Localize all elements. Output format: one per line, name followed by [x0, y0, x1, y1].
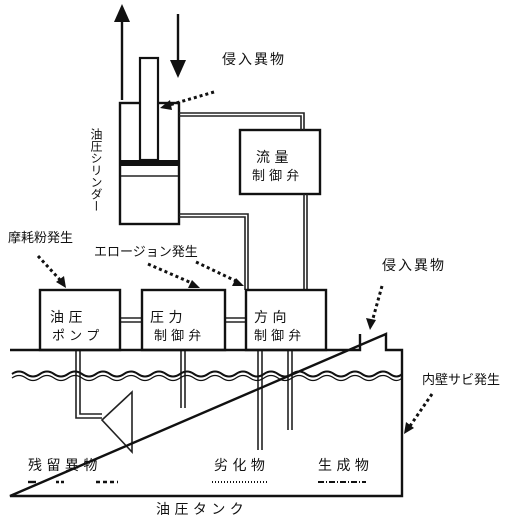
label-tank: 油 圧 タ ン ク — [156, 502, 244, 518]
pointer-rust — [404, 393, 434, 434]
label-flow-valve-line1: 流 量 — [256, 150, 288, 166]
directional-control-valve — [244, 288, 328, 352]
label-direction-valve-line2: 制 御 弁 — [254, 329, 301, 344]
pointer-intrusion-right — [366, 285, 384, 330]
label-product: 生 成 物 — [318, 458, 369, 474]
pointer-wear-powder — [36, 254, 66, 288]
pipe-network — [75, 112, 308, 455]
label-cylinder: 油圧シリンダー — [89, 128, 103, 212]
label-degradation: 劣 化 物 — [214, 458, 265, 474]
down-arrow — [170, 14, 186, 78]
hydraulic-cylinder — [118, 56, 181, 226]
label-pressure-valve-line1: 圧 力 — [150, 310, 182, 326]
label-pump-line1: 油 圧 — [50, 310, 82, 326]
pointer-intrusion-top — [160, 90, 215, 110]
label-pressure-valve-line2: 制 御 弁 — [154, 329, 201, 344]
label-wear-powder: 摩耗粉発生 — [8, 230, 73, 246]
flow-control-valve — [238, 128, 322, 196]
label-rust: 内壁サビ発生 — [422, 372, 500, 388]
label-pump-line2: ポ ン プ — [52, 329, 99, 344]
label-intrusion-right: 侵入異物 — [382, 257, 446, 274]
label-direction-valve-line1: 方 向 — [254, 310, 286, 326]
pointer-erosion-1 — [147, 262, 200, 288]
label-erosion: エロージョン発生 — [94, 245, 198, 260]
pointer-erosion-2 — [195, 260, 244, 286]
label-residue: 残 留 異 物 — [28, 458, 97, 474]
hydraulic-tank — [9, 332, 404, 498]
up-arrow — [114, 4, 130, 100]
label-intrusion-top: 侵入異物 — [222, 51, 286, 68]
hydraulic-pump — [38, 288, 122, 352]
pressure-control-valve — [140, 288, 227, 352]
label-flow-valve-line2: 制 御 弁 — [252, 169, 299, 184]
